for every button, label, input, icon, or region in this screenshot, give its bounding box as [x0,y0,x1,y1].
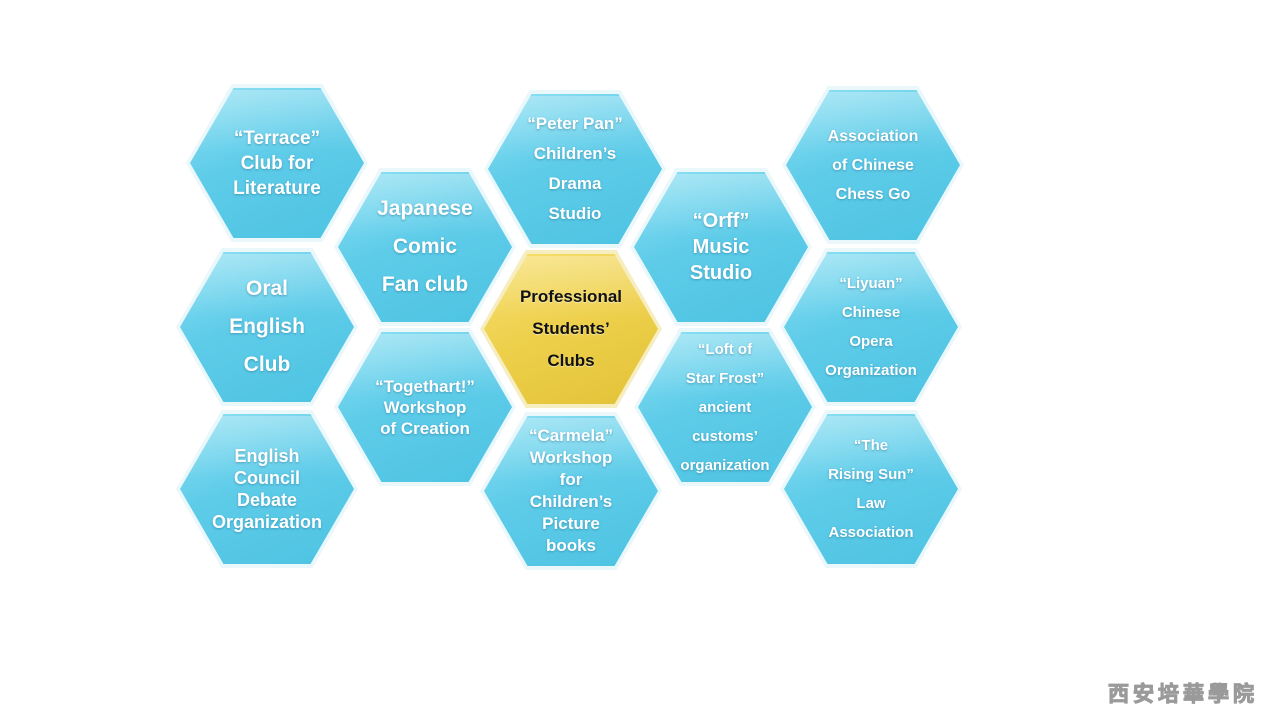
club-label: “Terrace” Club for Literature [233,127,321,199]
university-logo: 西安培華學院 [1108,681,1258,707]
club-label: “Togethart!” Workshop of Creation [375,376,475,438]
club-label: “Peter Pan” Children’s Drama Studio [527,114,623,223]
club-chinese-chess-go: Association of Chinese Chess Go [782,86,964,244]
club-loft-star-frost: “Loft of Star Frost” ancient customs’ or… [634,328,816,486]
club-rising-sun-law: “The Rising Sun” Law Association [780,410,962,568]
club-label: “Liyuan” Chinese Opera Organization [825,275,917,379]
club-peter-pan-drama: “Peter Pan” Children’s Drama Studio [484,90,666,248]
center-label: Professional Students’ Clubs [519,287,623,370]
club-label: “Orff” Music Studio [689,210,753,284]
club-label: “Loft of Star Frost” ancient customs’ or… [680,340,770,474]
club-english-debate: English Council Debate Organization [176,410,358,568]
center-hexagon: Professional Students’ Clubs [480,250,662,408]
club-terrace-literature: “Terrace” Club for Literature [186,84,368,242]
club-liyuan-opera: “Liyuan” Chinese Opera Organization [780,248,962,406]
club-label: “The Rising Sun” Law Association [828,437,914,541]
club-label: “Carmela” Workshop for Children’s Pictur… [528,426,614,555]
club-label: Oral English Club [229,277,305,376]
club-togethart-workshop: “Togethart!” Workshop of Creation [334,328,516,486]
club-label: Association of Chinese Chess Go [827,127,919,203]
club-label: Japanese Comic Fan club [377,197,473,296]
club-label: English Council Debate Organization [211,446,322,532]
club-carmela-workshop: “Carmela” Workshop for Children’s Pictur… [480,412,662,570]
club-orff-music: “Orff” Music Studio [630,168,812,326]
club-oral-english: Oral English Club [176,248,358,406]
club-japanese-comic: Japanese Comic Fan club [334,168,516,326]
